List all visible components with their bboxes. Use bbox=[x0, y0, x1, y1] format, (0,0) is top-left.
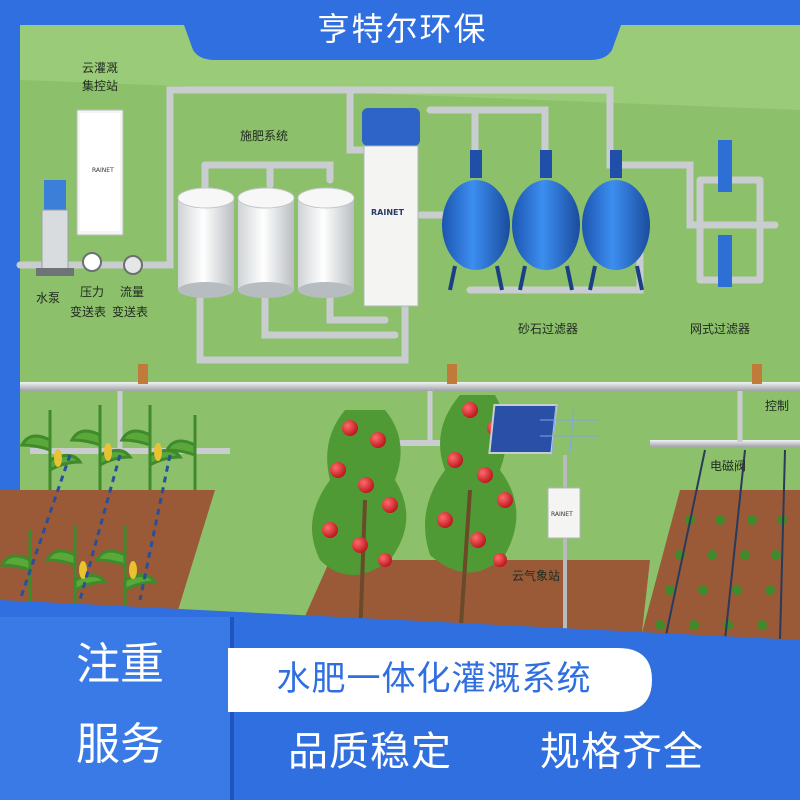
machine-brand: RAINET bbox=[371, 208, 404, 217]
control-station-label-2: 集控站 bbox=[82, 78, 118, 93]
control-valves bbox=[138, 364, 762, 384]
fertilizer-system-label: 施肥系统 bbox=[240, 129, 288, 143]
screen-filter-label: 网式过滤器 bbox=[690, 322, 750, 336]
banner-shape bbox=[228, 648, 652, 712]
flow-meter-icon bbox=[123, 255, 143, 275]
screen-filters bbox=[718, 140, 732, 287]
fertilizer-tanks bbox=[177, 187, 355, 298]
pressure-label-2: 变送表 bbox=[70, 304, 106, 319]
service-box: 注重 服务 bbox=[30, 625, 210, 785]
title-tab-shape bbox=[175, 0, 630, 60]
distribution-pipe bbox=[20, 382, 800, 391]
sand-filter-label: 砂石过滤器 bbox=[518, 322, 578, 336]
weather-station-label: 云气象站 bbox=[512, 568, 560, 583]
fertigation-machine: RAINET bbox=[362, 108, 420, 307]
water-pump bbox=[36, 180, 74, 276]
drip-lines-right bbox=[664, 449, 786, 641]
soil-right bbox=[640, 490, 800, 655]
weather-station: RAINET bbox=[488, 404, 598, 640]
service-line-2: 服务 bbox=[76, 719, 164, 770]
station-brand: RAINET bbox=[551, 511, 573, 518]
seedlings bbox=[655, 515, 787, 630]
flow-label-1: 流量 bbox=[120, 285, 144, 299]
control-station-cabinet: RAINET bbox=[76, 109, 124, 236]
controller-label: 控制 bbox=[765, 399, 789, 413]
flow-label-2: 变送表 bbox=[112, 304, 148, 319]
solenoid-valve-label: 电磁阀 bbox=[710, 458, 746, 473]
left-box-bg bbox=[0, 617, 232, 800]
service-line-1: 注重 bbox=[76, 639, 164, 690]
sand-filters bbox=[442, 150, 650, 291]
riser-pipes bbox=[117, 391, 743, 450]
system-banner: 水肥一体化灌溉系统 bbox=[276, 659, 592, 699]
tagline-specs: 规格齐全 bbox=[540, 729, 704, 775]
water-pump-label: 水泵 bbox=[36, 291, 60, 305]
control-station-label-1: 云灌溉 bbox=[82, 61, 118, 75]
branch-pipe-middle bbox=[330, 440, 480, 446]
branch-pipe-left bbox=[30, 448, 230, 454]
drip-lines-left bbox=[18, 454, 172, 601]
pressure-gauge-icon bbox=[82, 252, 102, 272]
cabinet-brand: RAINET bbox=[92, 167, 114, 174]
corn-cobs bbox=[54, 443, 162, 579]
tagline-quality: 品质稳定 bbox=[288, 729, 452, 775]
branch-pipe-right bbox=[650, 440, 800, 447]
page-title: 亨特尔环保 bbox=[317, 10, 488, 48]
pressure-label-1: 压力 bbox=[80, 285, 104, 299]
